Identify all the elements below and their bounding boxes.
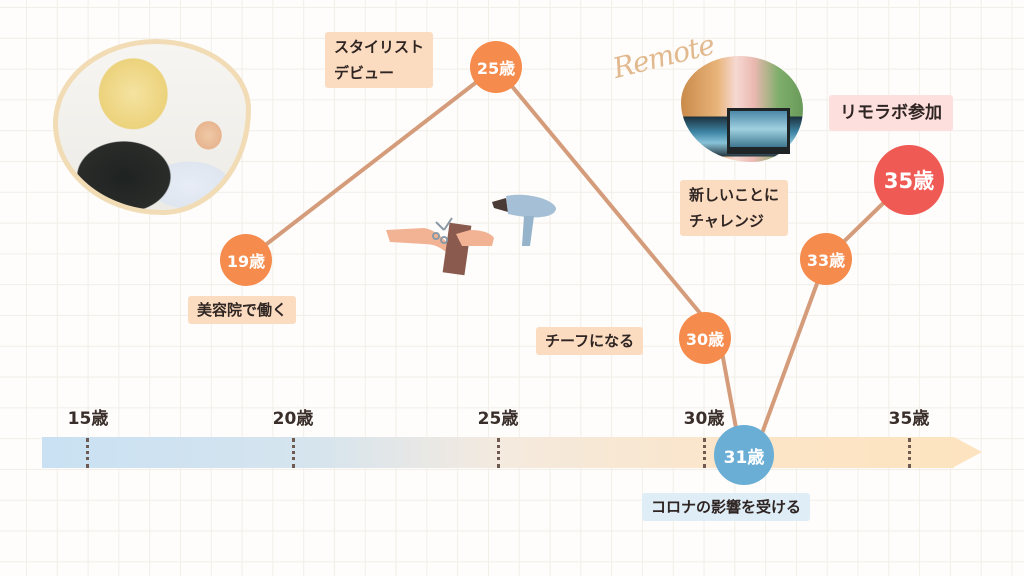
event-node-33: 33歳: [800, 233, 852, 285]
caption-19: 美容院で働く: [188, 296, 297, 324]
caption-35: リモラボ参加: [829, 95, 953, 131]
event-node-19: 19歳: [220, 234, 272, 286]
tick-label-25: 25歳: [477, 409, 519, 429]
caption-30: チーフになる: [536, 327, 644, 355]
tick-label-15: 15歳: [67, 409, 109, 429]
hairdresser-photo: [53, 39, 251, 215]
event-node-35: 35歳: [874, 145, 944, 215]
caption-33-line1: 新しいことに: [689, 186, 780, 204]
caption-31: コロナの影響を受ける: [642, 493, 811, 521]
hair-cutting-illustration: [386, 194, 556, 276]
tick-label-20: 20歳: [272, 409, 314, 429]
caption-25: スタイリスト デビュー: [325, 32, 434, 88]
caption-25-line1: スタイリスト: [334, 38, 425, 56]
tick-15: [86, 438, 89, 468]
tick-label-35: 35歳: [888, 409, 930, 429]
caption-33: 新しいことに チャレンジ: [680, 180, 789, 236]
laptop-icon: [727, 108, 790, 154]
caption-25-line2: デビュー: [334, 64, 395, 82]
tick-35: [908, 438, 911, 468]
tick-20: [292, 438, 295, 468]
tick-label-30: 30歳: [683, 409, 725, 429]
event-node-31: 31歳: [714, 425, 774, 485]
caption-33-line2: チャレンジ: [689, 212, 764, 230]
event-node-30: 30歳: [679, 312, 731, 364]
timeline-arrow-head: [954, 437, 982, 467]
tick-25: [497, 438, 500, 468]
event-node-25: 25歳: [470, 41, 522, 93]
tick-30: [703, 438, 706, 468]
